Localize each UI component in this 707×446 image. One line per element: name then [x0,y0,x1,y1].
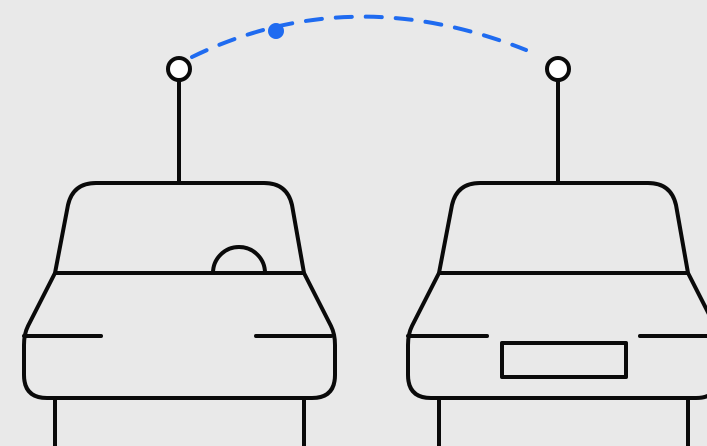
right-car-roof [437,181,690,275]
left-antenna-tip [166,56,192,82]
left-car-body [22,271,337,400]
right-antenna-tip [545,56,571,82]
right-car-body [406,271,707,400]
right-car-icon [406,56,707,446]
left-car-roof [53,181,306,275]
left-car-icon [22,56,337,446]
signal-arc [190,14,528,59]
signal-dot [268,23,284,39]
left-driver-head [211,245,267,275]
right-license-plate [500,341,628,379]
